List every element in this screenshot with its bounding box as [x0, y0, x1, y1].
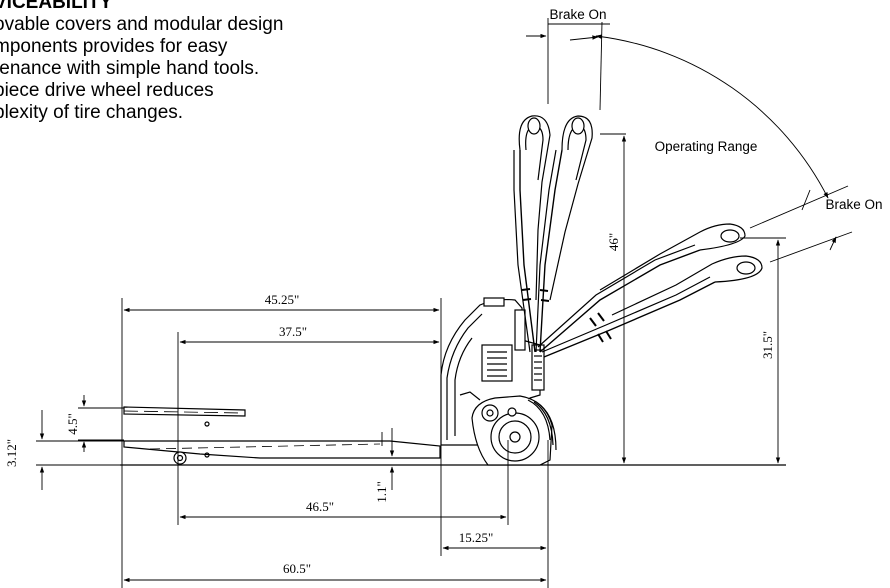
- lift-height-value: 4.5": [65, 413, 80, 435]
- handle-upright: [513, 115, 551, 353]
- fork-inner-value: 37.5": [279, 324, 307, 339]
- ground-clearance-value: 1.1": [374, 481, 389, 503]
- handle-min-height-value: 31.5": [760, 331, 775, 359]
- serviceability-heading: VICEABILITY: [0, 0, 113, 13]
- serviceability-line-3: tenance with simple hand tools.: [0, 58, 260, 79]
- brake-on-top-label: Brake On: [549, 7, 606, 22]
- serviceability-line-2: mponents provides for easy: [0, 36, 228, 57]
- pallet-truck-drawing: [123, 115, 763, 466]
- lowered-height-value: 3.12": [4, 439, 19, 467]
- serviceability-line-4: piece drive wheel reduces: [0, 80, 214, 101]
- fork-raised: [123, 406, 246, 427]
- operating-range-arc: [595, 34, 829, 199]
- wheel-to-load-value: 46.5": [306, 499, 334, 514]
- brake-on-right-label: Brake On: [825, 197, 882, 212]
- overall-length-value: 60.5": [283, 561, 311, 576]
- head-length-value: 15.25": [459, 530, 494, 545]
- load-roller: [173, 451, 187, 465]
- fork-length-value: 45.25": [265, 292, 300, 307]
- drive-wheel: [471, 395, 557, 466]
- handle-upright-brake: [535, 115, 593, 353]
- handle-angled-upper: [537, 223, 746, 353]
- operating-range-label: Operating Range: [655, 139, 758, 154]
- handle-max-height-value: 46": [606, 233, 621, 251]
- dimension-lines: [36, 18, 853, 588]
- handle-angled-lower: [541, 255, 763, 358]
- fork-lowered: [123, 440, 441, 465]
- serviceability-line-5: plexity of tire changes.: [0, 102, 184, 123]
- serviceability-line-1: ovable covers and modular design: [0, 14, 284, 35]
